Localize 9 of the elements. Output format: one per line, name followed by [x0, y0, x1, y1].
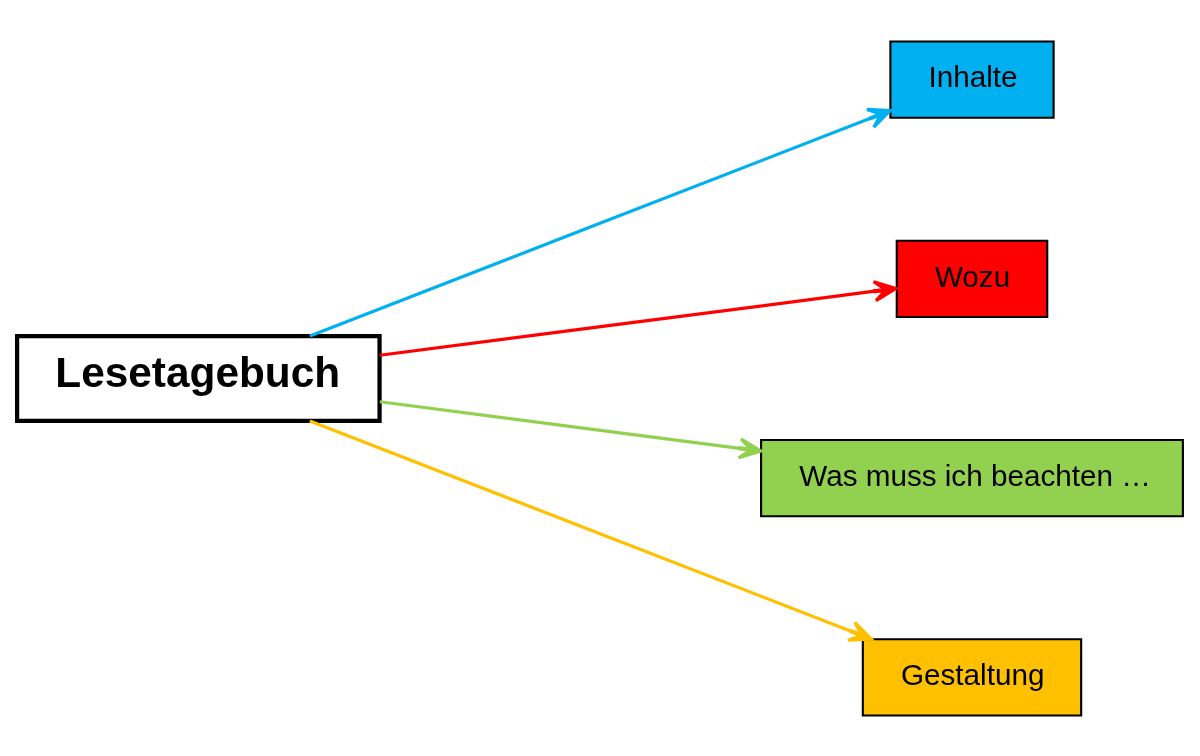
- arrow: [379, 399, 763, 459]
- arrow: [379, 279, 898, 357]
- arrow: [309, 419, 873, 642]
- node-box: Gestaltung: [861, 637, 1083, 717]
- node-box: Inhalte: [889, 39, 1055, 119]
- node-box: Wozu: [895, 239, 1049, 318]
- arrow: [309, 107, 892, 337]
- node-box: Lesetagebuch: [15, 333, 382, 423]
- node-box: Was muss ich beachten …: [760, 438, 1184, 517]
